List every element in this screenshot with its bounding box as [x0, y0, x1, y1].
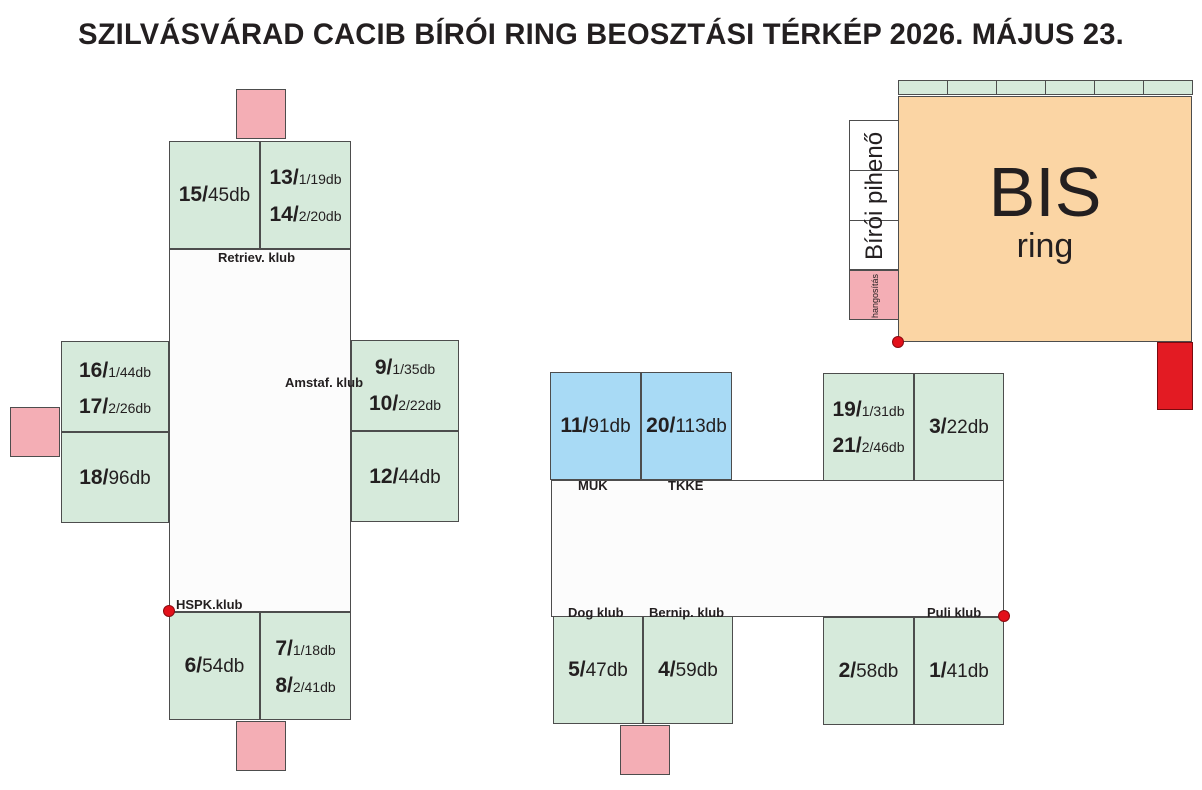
ring-number: 18/	[79, 465, 109, 489]
ring-count: 2/46db	[861, 439, 905, 455]
ring-13-14: 13/1/19db 14/2/20db	[260, 141, 351, 249]
ring-count: 2/20db	[298, 208, 342, 224]
ring-count: 45db	[207, 185, 251, 206]
ring-count: 2/26db	[108, 400, 152, 416]
ring-3: 3/22db	[914, 373, 1004, 481]
ring-1: 1/41db	[914, 617, 1004, 725]
ring-11: 11/91db	[550, 372, 641, 480]
ring-number: 21/	[832, 434, 862, 457]
ring-count: 1/18db	[292, 642, 336, 658]
ring-count: 58db	[856, 661, 899, 682]
club-label-dog: Dog klub	[568, 605, 624, 620]
ring-19-21: 19/1/31db 21/2/46db	[823, 373, 914, 481]
bis-subtitle: ring	[1016, 227, 1074, 265]
ring-number: 13/	[269, 166, 299, 189]
ring-number: 15/	[178, 183, 208, 206]
ring-count: 44db	[398, 466, 441, 488]
ring-number: 16/	[78, 359, 109, 382]
ring-2: 2/58db	[823, 617, 914, 725]
club-label-hspk: HSPK.klub	[176, 597, 243, 612]
ring-9-10: 9/1/35db 10/2/22db	[351, 340, 459, 431]
seat-block	[1045, 80, 1095, 95]
seat-block	[1143, 80, 1193, 95]
ring-number: 20/	[646, 414, 676, 437]
divider	[850, 170, 898, 171]
ring-number: 7/	[275, 637, 293, 660]
seat-block	[996, 80, 1046, 95]
ring-count: 2/22db	[398, 397, 442, 413]
map-title: SZILVÁSVÁRAD CACIB BÍRÓI RING BEOSZTÁSI …	[78, 18, 1124, 51]
marker-dot	[163, 605, 175, 617]
ring-number: 3/	[929, 415, 947, 438]
ring-count: 1/44db	[108, 364, 152, 380]
ring-count: 1/31db	[861, 403, 905, 419]
ring-number: 8/	[275, 674, 293, 697]
ring-count: 22db	[946, 417, 989, 438]
ring-number: 4/	[658, 658, 676, 681]
ring-number: 2/	[838, 659, 857, 682]
club-label-bernip: Bernip. klub	[649, 605, 725, 620]
entrance-bottom-middle	[620, 725, 670, 775]
ring-count: 96db	[108, 467, 151, 489]
bis-ring: BIS ring	[898, 96, 1192, 342]
club-label-tkke: TKKE	[668, 478, 704, 493]
club-label-amstaf: Amstaf. klub	[285, 375, 364, 390]
ring-4: 4/59db	[643, 616, 733, 724]
club-label-puli: Puli klub	[927, 605, 982, 620]
sound-booth: hangosítás	[849, 270, 899, 320]
ring-number: 14/	[269, 203, 299, 226]
ring-15: 15/45db	[169, 141, 260, 249]
ring-count: 113db	[675, 416, 727, 437]
ring-count: 91db	[588, 416, 631, 437]
divider	[850, 220, 898, 221]
entrance-bottom-left	[236, 721, 286, 771]
corridor-left	[169, 249, 351, 612]
ring-6: 6/54db	[169, 612, 260, 720]
ring-count: 2/41db	[292, 679, 336, 695]
ring-7-8: 7/1/18db 8/2/41db	[260, 612, 351, 720]
ring-number: 5/	[568, 658, 586, 681]
judges-rest-label: Bírói pihenő	[861, 131, 888, 261]
ring-number: 12/	[369, 464, 399, 488]
seat-block	[898, 80, 948, 95]
club-label-retriev: Retriev. klub	[218, 250, 296, 265]
ring-count: 41db	[946, 661, 989, 682]
ring-18: 18/96db	[61, 432, 169, 523]
ring-number: 9/	[374, 356, 393, 379]
ring-count: 54db	[202, 656, 245, 677]
ring-number: 11/	[560, 414, 589, 437]
ring-count: 1/19db	[298, 171, 342, 187]
ring-12: 12/44db	[351, 431, 459, 522]
ring-count: 1/35db	[392, 361, 436, 377]
ring-number: 6/	[184, 654, 203, 677]
bis-title: BIS	[988, 153, 1102, 231]
ring-count: 59db	[675, 660, 718, 681]
club-label-muk: MUK	[578, 478, 608, 493]
red-block	[1157, 342, 1193, 410]
entrance-left	[10, 407, 60, 457]
ring-number: 1/	[929, 659, 947, 682]
seat-block	[947, 80, 997, 95]
ring-16-17: 16/1/44db 17/2/26db	[61, 341, 169, 432]
judges-rest-area: Bírói pihenő	[849, 120, 899, 270]
marker-dot	[892, 336, 904, 348]
marker-dot	[998, 610, 1010, 622]
entrance-top-left	[236, 89, 286, 139]
ring-number: 17/	[78, 395, 109, 418]
sound-booth-label: hangosítás	[870, 273, 880, 319]
ring-count: 47db	[585, 660, 628, 681]
seat-block	[1094, 80, 1144, 95]
ring-20: 20/113db	[641, 372, 732, 480]
ring-5: 5/47db	[553, 616, 643, 724]
ring-number: 19/	[832, 398, 862, 421]
ring-number: 10/	[368, 392, 399, 415]
corridor-middle	[551, 480, 1004, 617]
